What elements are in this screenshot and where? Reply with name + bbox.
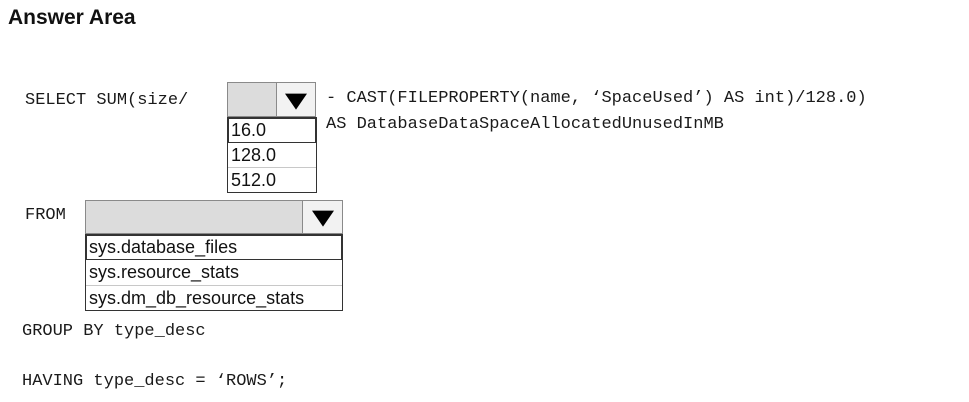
group-by-text: GROUP BY type_desc — [22, 322, 206, 341]
from-option-database-files[interactable]: sys.database_files — [86, 235, 342, 260]
select-prefix-text: SELECT SUM(size/ — [25, 91, 189, 110]
triangle-down-icon — [311, 210, 334, 227]
triangle-down-icon — [285, 93, 307, 110]
divisor-dropdown-toggle[interactable] — [276, 82, 316, 117]
from-option-dm-db-resource-stats[interactable]: sys.dm_db_resource_stats — [89, 288, 305, 308]
divisor-option-128[interactable]: 128.0 — [228, 143, 316, 168]
from-options-list: sys.database_files sys.resource_stats sy… — [85, 234, 343, 311]
select-suffix-text: - CAST(FILEPROPERTY(name, ‘SpaceUsed’) A… — [326, 89, 867, 108]
from-dropdown-toggle[interactable] — [302, 200, 343, 234]
from-keyword-text: FROM — [25, 206, 66, 225]
having-text: HAVING type_desc = ‘ROWS’; — [22, 372, 288, 391]
divisor-options-list: 16.0 128.0 512.0 — [227, 117, 317, 193]
answer-area-title: Answer Area — [8, 6, 136, 29]
divisor-dropdown-value[interactable] — [227, 82, 277, 117]
divisor-option-16[interactable]: 16.0 — [228, 118, 316, 143]
divisor-option-512[interactable]: 512.0 — [231, 170, 277, 190]
alias-text: AS DatabaseDataSpaceAllocatedUnusedInMB — [326, 115, 724, 134]
from-option-resource-stats[interactable]: sys.resource_stats — [86, 260, 342, 286]
from-dropdown-value[interactable] — [85, 200, 303, 234]
